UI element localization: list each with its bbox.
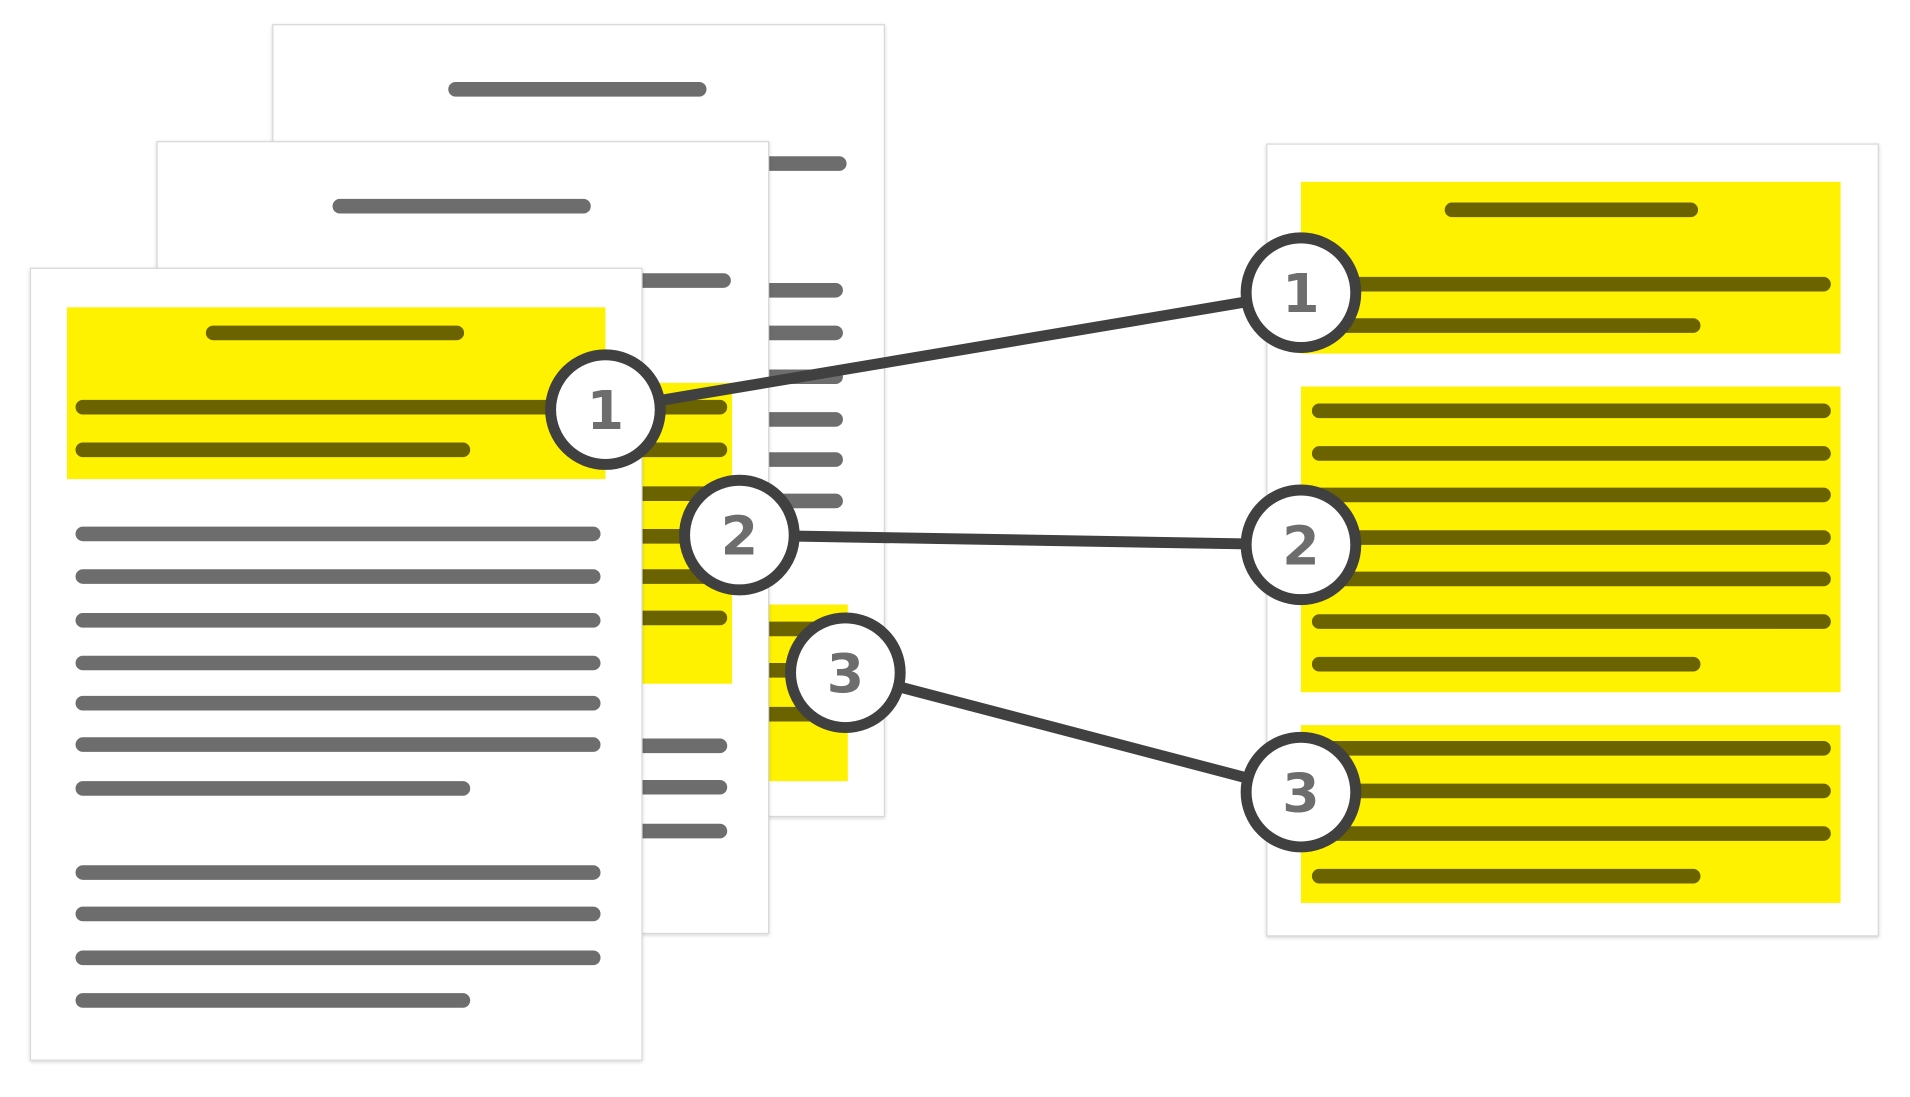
markers: 1 1 2 2 3 3 — [545, 232, 1362, 853]
marker-merged-1: 1 — [1240, 232, 1362, 353]
marker-number: 1 — [1282, 262, 1319, 325]
marker-number: 2 — [721, 505, 758, 568]
connector-line-2 — [739, 529, 1302, 551]
marker-merged-3: 3 — [1240, 731, 1362, 853]
connector-line-3 — [843, 667, 1303, 798]
marker-source-1: 1 — [545, 349, 666, 470]
source-document-front — [29, 267, 643, 1061]
marker-number: 3 — [827, 642, 864, 705]
connector-line-1 — [604, 287, 1302, 416]
marker-source-2: 2 — [679, 474, 800, 596]
marker-source-3: 3 — [785, 612, 906, 734]
marker-merged-2: 2 — [1240, 484, 1362, 606]
documents — [29, 24, 1879, 1061]
marker-circle — [545, 349, 666, 470]
marker-number: 2 — [1282, 514, 1319, 577]
marker-circle — [1240, 731, 1362, 853]
merged-document — [1266, 143, 1879, 937]
marker-circle — [679, 474, 800, 596]
marker-number: 3 — [1282, 762, 1319, 825]
connectors — [604, 287, 1303, 798]
marker-circle — [1240, 232, 1362, 353]
marker-circle — [1240, 484, 1362, 606]
marker-number: 1 — [587, 379, 624, 442]
marker-circle — [785, 612, 906, 734]
